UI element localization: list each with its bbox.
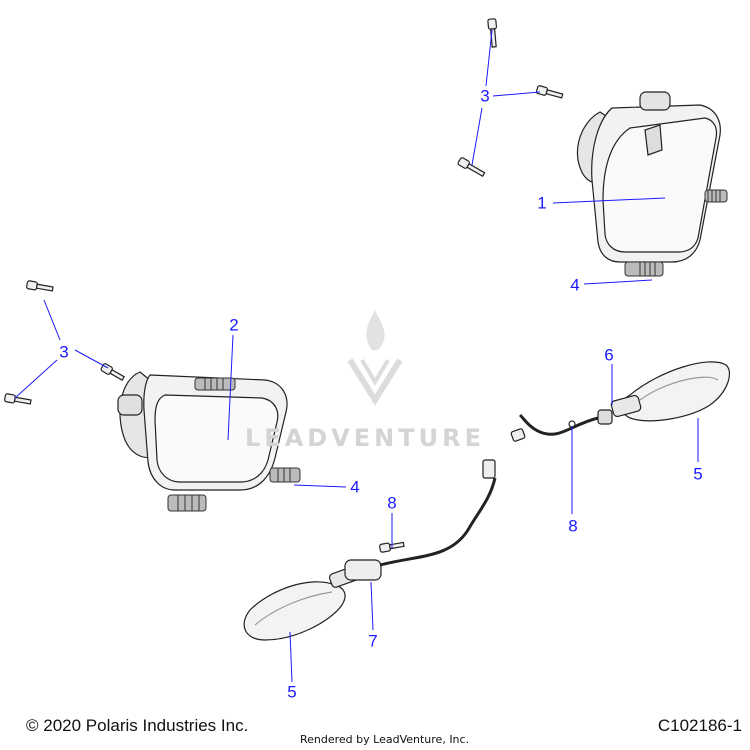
callout-3-top: 3	[480, 86, 490, 106]
turn-signal-left	[243, 459, 497, 641]
callout-4-left: 4	[350, 477, 360, 497]
callout-5-bottom: 5	[287, 682, 297, 702]
screws	[4, 18, 564, 553]
callout-5-right: 5	[693, 464, 703, 484]
callout-2: 2	[229, 315, 239, 335]
headlight-left	[117, 371, 301, 512]
callout-6: 6	[604, 345, 614, 365]
copyright-text: © 2020 Polaris Industries Inc.	[26, 716, 249, 735]
watermark-text: LEADVENTURE	[245, 424, 485, 452]
turn-signal-right	[510, 361, 731, 442]
callout-8-mid: 8	[387, 493, 397, 513]
callout-4-top: 4	[570, 275, 580, 295]
rendered-by-text: Rendered by LeadVenture, Inc.	[300, 733, 470, 746]
leader-lines	[14, 29, 699, 683]
diagram-id: C102186-1	[657, 716, 742, 735]
callout-7: 7	[368, 631, 378, 651]
callout-1: 1	[537, 193, 547, 213]
headlight-right	[576, 91, 728, 277]
leadventure-logo-watermark	[347, 310, 403, 406]
callout-8-right: 8	[568, 516, 578, 536]
callout-3-left: 3	[59, 342, 69, 362]
